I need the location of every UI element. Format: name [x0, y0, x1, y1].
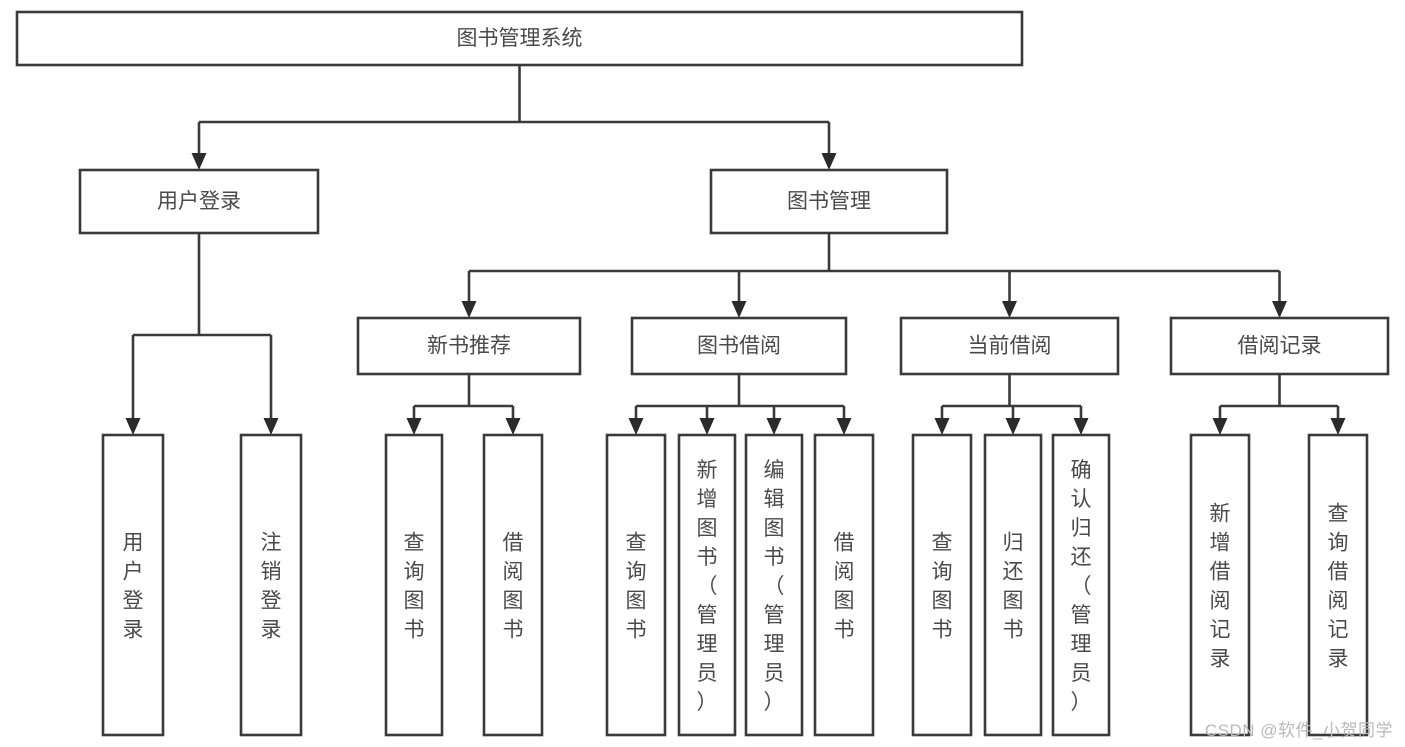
- node-label: 查询图书: [626, 532, 647, 642]
- node-leaf-add-record[interactable]: 新增借阅记录: [1189, 433, 1251, 737]
- node-rect: [78, 168, 320, 235]
- node-leaf-borrow-book-2[interactable]: 借阅图书: [813, 433, 875, 737]
- arrow-head-icon: [836, 418, 852, 435]
- node-rect: [482, 433, 544, 737]
- node-book-management[interactable]: 图书管理: [709, 168, 949, 235]
- node-label: 用户登录: [123, 532, 144, 642]
- arrow-head-icon: [1212, 418, 1228, 435]
- node-label: 图书管理: [787, 190, 871, 213]
- node-rect: [899, 316, 1120, 376]
- arrow-head-icon: [766, 418, 782, 435]
- arrow-head-icon: [191, 153, 207, 170]
- node-label: 借阅图书: [503, 532, 524, 642]
- node-leaf-borrow-book-1[interactable]: 借阅图书: [482, 433, 544, 737]
- node-rect: [1051, 433, 1111, 737]
- node-rect: [384, 433, 444, 737]
- node-leaf-query-book-2[interactable]: 查询图书: [605, 433, 667, 737]
- node-rect: [356, 316, 582, 376]
- node-label: 用户登录: [157, 190, 241, 213]
- node-label: 当前借阅: [968, 335, 1052, 358]
- node-rect: [101, 433, 165, 737]
- arrow-head-icon: [934, 418, 950, 435]
- node-rect: [1307, 433, 1369, 737]
- node-label: 编辑图书（管理员）: [764, 459, 785, 714]
- node-leaf-add-book[interactable]: 新增图书（管理员）: [677, 433, 737, 737]
- arrow-head-icon: [1005, 418, 1021, 435]
- node-leaf-confirm-return[interactable]: 确认归还（管理员）: [1051, 433, 1111, 737]
- node-leaf-return-book[interactable]: 归还图书: [983, 433, 1043, 737]
- node-rect: [911, 433, 973, 737]
- node-rect: [239, 433, 303, 737]
- node-rect: [709, 168, 949, 235]
- node-leaf-query-record[interactable]: 查询借阅记录: [1307, 433, 1369, 737]
- node-label: 查询借阅记录: [1328, 503, 1349, 671]
- node-rect: [677, 433, 737, 737]
- arrow-head-icon: [406, 418, 422, 435]
- node-label: 查询图书: [932, 532, 953, 642]
- arrow-head-icon: [1330, 418, 1346, 435]
- node-label: 新书推荐: [427, 335, 511, 358]
- node-rect: [630, 316, 848, 376]
- arrow-head-icon: [263, 418, 279, 435]
- node-label: 确认归还（管理员）: [1071, 459, 1092, 714]
- node-label: 归还图书: [1003, 532, 1024, 642]
- node-label: 查询图书: [404, 532, 425, 642]
- arrow-head-icon: [1073, 418, 1089, 435]
- node-rect: [983, 433, 1043, 737]
- watermark-text: CSDN @软件_小贺同学: [1204, 721, 1393, 740]
- node-label: 借阅记录: [1238, 335, 1322, 358]
- node-book-borrow[interactable]: 图书借阅: [630, 316, 848, 376]
- node-label: 图书借阅: [697, 335, 781, 358]
- node-leaf-query-book-1[interactable]: 查询图书: [384, 433, 444, 737]
- connector-lines: [125, 65, 1346, 435]
- arrow-head-icon: [461, 301, 477, 318]
- arrow-head-icon: [699, 418, 715, 435]
- node-leaf-user-login[interactable]: 用户登录: [101, 433, 165, 737]
- arrow-head-icon: [1272, 301, 1287, 318]
- node-label: 新增图书（管理员）: [697, 459, 718, 714]
- node-leaf-query-book-3[interactable]: 查询图书: [911, 433, 973, 737]
- node-label: 新增借阅记录: [1210, 503, 1231, 671]
- node-rect: [744, 433, 804, 737]
- node-label: 借阅图书: [834, 532, 855, 642]
- arrow-head-icon: [821, 153, 837, 170]
- arrow-head-icon: [125, 418, 141, 435]
- node-new-book-recommend[interactable]: 新书推荐: [356, 316, 582, 376]
- node-rect: [1169, 316, 1390, 376]
- node-current-borrow[interactable]: 当前借阅: [899, 316, 1120, 376]
- arrow-head-icon: [731, 301, 747, 318]
- node-leaf-user-logout[interactable]: 注销登录: [239, 433, 303, 737]
- node-root-system[interactable]: 图书管理系统: [15, 10, 1024, 67]
- node-leaf-edit-book[interactable]: 编辑图书（管理员）: [744, 433, 804, 737]
- node-rect: [813, 433, 875, 737]
- node-rect: [605, 433, 667, 737]
- node-user-login[interactable]: 用户登录: [78, 168, 320, 235]
- node-label: 图书管理系统: [457, 27, 583, 50]
- arrow-head-icon: [505, 418, 521, 435]
- arrow-head-icon: [1002, 301, 1017, 318]
- arrow-head-icon: [628, 418, 644, 435]
- node-borrow-record[interactable]: 借阅记录: [1169, 316, 1390, 376]
- node-boxes: 图书管理系统用户登录图书管理新书推荐图书借阅当前借阅借阅记录用户登录注销登录查询…: [15, 10, 1390, 737]
- node-rect: [1189, 433, 1251, 737]
- node-rect: [15, 10, 1024, 67]
- node-label: 注销登录: [261, 532, 282, 642]
